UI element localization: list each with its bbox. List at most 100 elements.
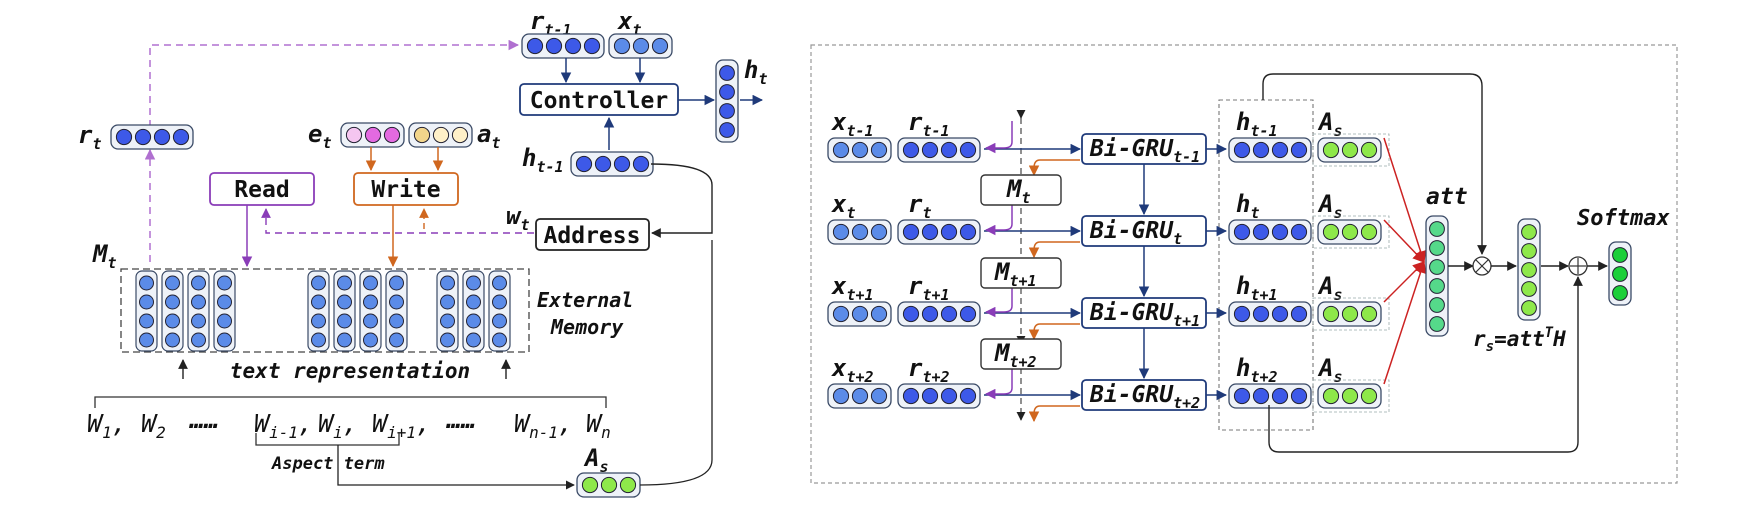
vector-node [583, 37, 601, 55]
ht1-to-address-arrow [650, 163, 713, 238]
a-s-label: As [583, 444, 608, 476]
vector-node [1429, 221, 1445, 237]
memory-node [191, 275, 206, 291]
vector-node [1429, 297, 1445, 313]
r-t-label: rt [78, 121, 101, 153]
vector-node [959, 305, 977, 323]
vector-node [600, 476, 618, 494]
vector-node [719, 65, 735, 81]
vector-node [940, 387, 958, 405]
memory-slots [135, 270, 511, 352]
row-r-label: rt [908, 190, 931, 222]
vector-node [1429, 240, 1445, 256]
attention-arrow [1383, 260, 1427, 385]
vector-frame [521, 33, 605, 59]
memory-slot [385, 270, 408, 352]
bi-gru-label: Bi-GRUt+2 [1089, 382, 1200, 412]
memory-node [337, 313, 352, 329]
memory-label: Memory [550, 315, 624, 339]
word-sequence: W1, W2 …… Wi-1, Wi, Wi+1, …… Wn-1, Wn [87, 406, 611, 442]
row-x-label: xt+2 [831, 354, 874, 386]
vector-node [575, 155, 593, 173]
word-wi-plus-1: Wi+1, [372, 409, 431, 442]
vector-node [1341, 305, 1359, 323]
vector-node [832, 305, 850, 323]
read-feedback-dashed-arrow [149, 39, 520, 127]
vector-frame [897, 383, 981, 409]
vector-node [870, 387, 888, 405]
right-panel-border [810, 44, 1678, 484]
vector-node [1521, 300, 1537, 316]
vector-node [451, 126, 469, 144]
memory-write-arrow [1028, 405, 1080, 423]
vector-node [851, 141, 869, 159]
vector-node [1341, 387, 1359, 405]
vector-node [1290, 305, 1308, 323]
row-x-label: xt [831, 190, 855, 222]
vector-node [613, 37, 631, 55]
vector-node [1252, 223, 1270, 241]
vector-node [1271, 223, 1289, 241]
concat-pair-box [1312, 133, 1390, 167]
memory-node [389, 313, 404, 329]
row-h-label: ht+1 [1236, 272, 1278, 304]
memory-slot [436, 270, 459, 352]
memory-box-t2 [980, 338, 1062, 370]
h-t-minus-1-vector [570, 151, 654, 177]
memory-node [492, 275, 507, 291]
vector-node [413, 126, 431, 144]
vector-node [1271, 305, 1289, 323]
vector-node [902, 305, 920, 323]
memory-node [337, 332, 352, 348]
bi-gru-label: Bi-GRUt-1 [1089, 136, 1200, 166]
write-label: Write [371, 177, 440, 203]
vector-node [921, 141, 939, 159]
vector-node [851, 223, 869, 241]
vector-node [134, 128, 152, 146]
vector-node [940, 223, 958, 241]
address-box [535, 218, 650, 251]
aspect-term-label: Aspect term [271, 454, 385, 474]
memory-write-arrow [1028, 159, 1080, 177]
row-as-label: As [1317, 272, 1342, 304]
memory-node [492, 332, 507, 348]
bi-gru-label: Bi-GRUt [1089, 218, 1182, 248]
rs-formula-label: rs=attTH [1473, 325, 1566, 355]
memory-read-arrow [984, 121, 1013, 154]
vector-node [1233, 223, 1251, 241]
vector-node [1322, 387, 1340, 405]
memory-node [191, 332, 206, 348]
vector-node [921, 223, 939, 241]
a-s-vector [576, 472, 641, 498]
vector-frame [1228, 219, 1312, 245]
w-t-label: wt [506, 202, 529, 234]
vector-node [1521, 224, 1537, 240]
vector-node [1521, 281, 1537, 297]
word-ellipsis-1: …… [188, 406, 219, 434]
concat-pair-box [1312, 379, 1390, 413]
memory-slot [462, 270, 485, 352]
vector-frame [897, 219, 981, 245]
vector-node [364, 126, 382, 144]
row-r-label: rt+1 [908, 272, 950, 304]
word-wi-minus-1: Wi-1, [254, 409, 313, 442]
vector-node [1233, 387, 1251, 405]
x-t-vector [608, 33, 673, 59]
vector-node [1521, 262, 1537, 278]
vector-node [1290, 141, 1308, 159]
vector-node [1341, 223, 1359, 241]
memory-t2-label: Mt+2 [994, 339, 1037, 371]
vector-node [870, 223, 888, 241]
memory-node [492, 294, 507, 310]
vector-node [432, 126, 450, 144]
memory-slot [359, 270, 382, 352]
address-label: Address [544, 223, 641, 249]
memory-node [311, 313, 326, 329]
vector-node [959, 387, 977, 405]
vector-node [1271, 387, 1289, 405]
vector-node [1360, 387, 1378, 405]
row-r-label: rt+2 [908, 354, 950, 386]
vector-node [1271, 141, 1289, 159]
h-t-label: ht [744, 56, 767, 88]
